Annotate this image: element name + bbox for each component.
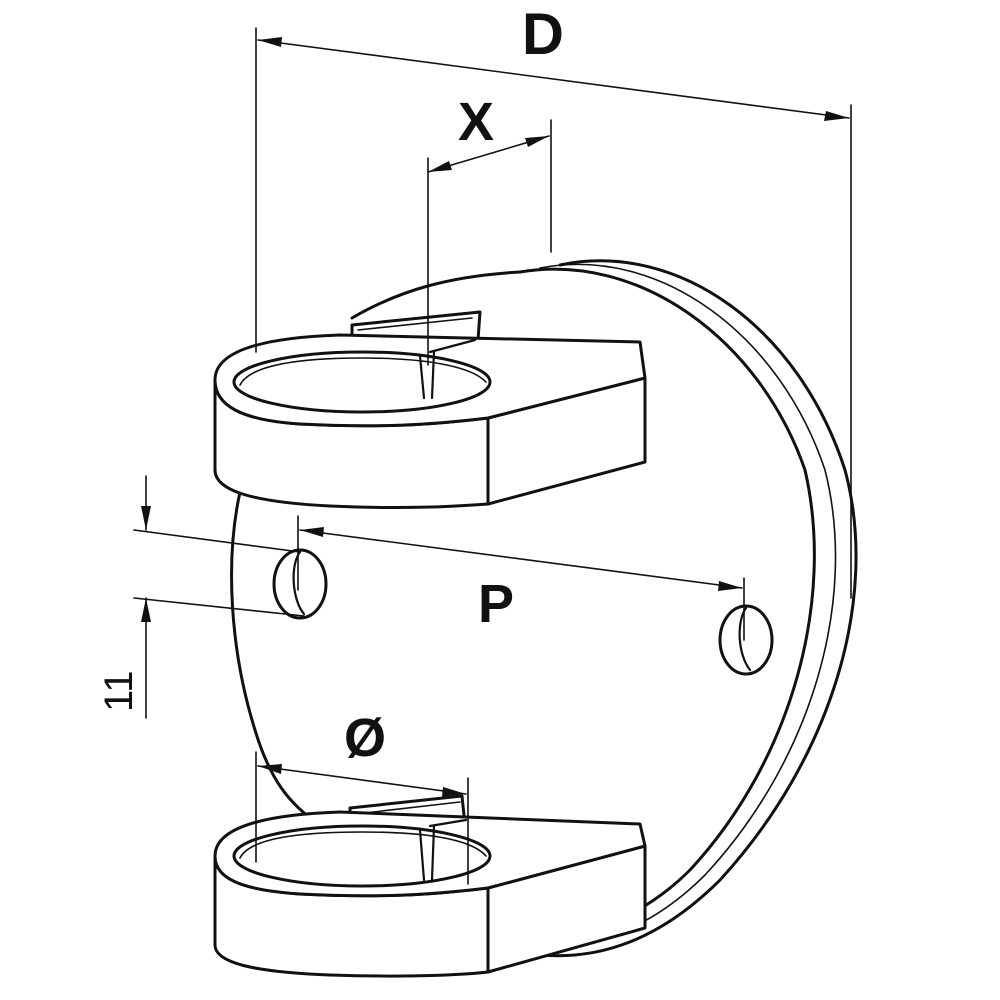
label-x: X [458,92,494,152]
lower-bracket-bore [232,824,492,888]
mounting-hole-right [718,604,774,676]
base-plate [230,259,858,958]
dimension-p [297,515,745,641]
label-diameter: Ø [344,708,386,768]
upper-bracket [213,310,647,510]
mounting-hole-left [272,548,328,620]
base-plate-rear-edge [538,259,858,958]
dimension-x [427,119,552,366]
upper-bracket-bore [232,350,492,414]
label-d: D [522,2,564,67]
dimension-tube-diameter [255,751,469,885]
lower-bracket [213,794,647,978]
label-p: P [478,574,514,634]
dimension-hole-size [133,475,305,719]
label-hole-size: 11 [97,670,141,712]
dimension-d [255,27,852,599]
